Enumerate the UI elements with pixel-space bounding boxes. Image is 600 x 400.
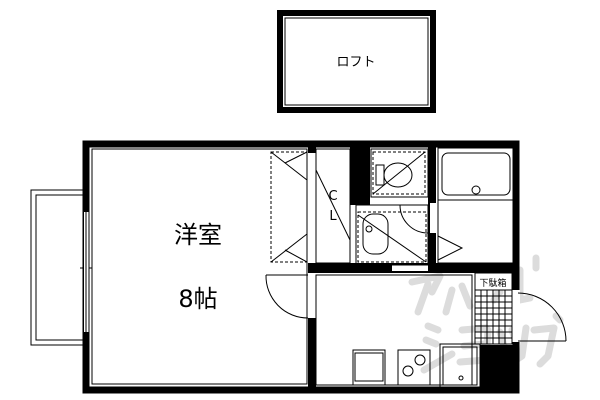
bathroom [437, 147, 515, 264]
kitchen [315, 274, 473, 386]
room-size: 8帖 [178, 285, 217, 313]
entrance-door[interactable] [517, 292, 567, 342]
interior-walls [308, 141, 518, 393]
room-door[interactable] [265, 274, 309, 319]
closet-label-l: L [329, 209, 337, 224]
loft: ロフト [277, 10, 436, 113]
loft-label: ロフト [336, 55, 375, 70]
entrance-tiles [474, 289, 513, 345]
outer-walls [82, 140, 520, 394]
washroom [355, 204, 429, 266]
room-label: 洋室 [174, 221, 222, 249]
toilet [370, 148, 429, 198]
stove [397, 349, 431, 386]
sink [352, 349, 386, 386]
closet: C L [270, 148, 351, 264]
closet-label-c: C [328, 189, 337, 204]
washer-space [439, 343, 481, 389]
western-room: 洋室 8帖 [91, 148, 308, 385]
shoe-box-label: 下駄箱 [479, 277, 506, 289]
shoe-box: 下駄箱 [474, 272, 513, 345]
